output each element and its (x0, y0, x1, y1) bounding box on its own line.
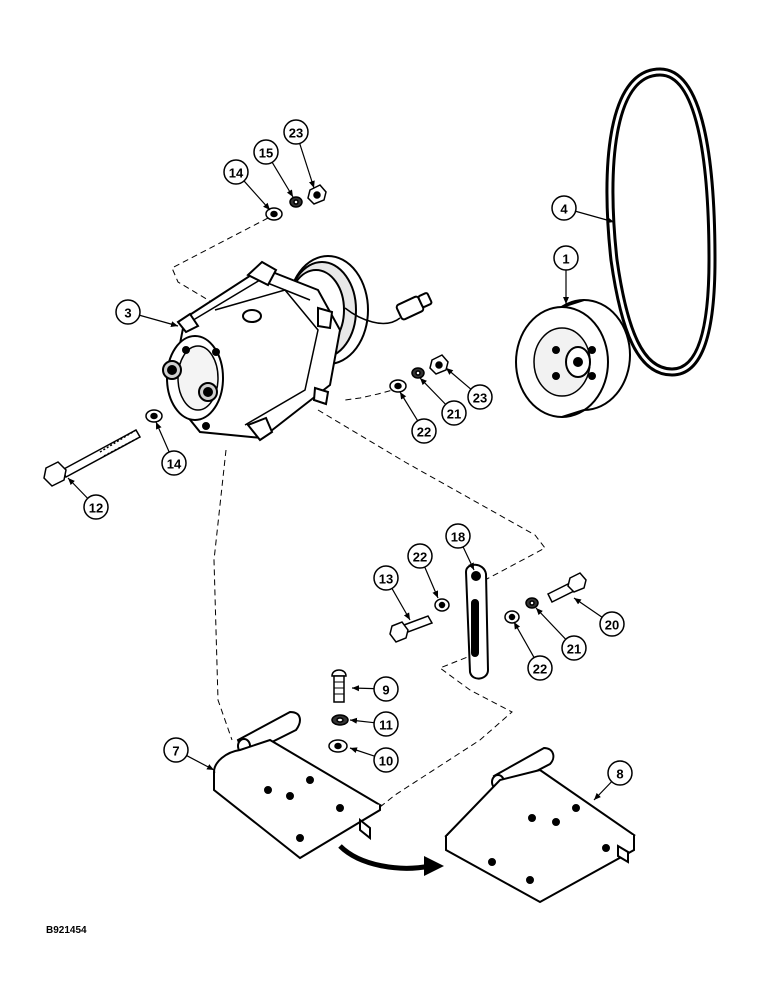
mounting-bracket-right (444, 746, 636, 904)
callout-label-14: 14 (167, 457, 182, 472)
leader-line-23 (299, 143, 315, 189)
callout-label-15: 15 (259, 146, 273, 161)
leader-line-22 (399, 391, 419, 422)
callout-circle-22 (411, 418, 437, 444)
callout-circle-4 (551, 195, 577, 221)
leader-line-8 (593, 781, 613, 801)
callout-circle-22 (407, 543, 433, 569)
bracket-transition-arrow (338, 844, 444, 876)
callout-circle-14 (223, 159, 249, 185)
leader-line-22 (424, 566, 439, 599)
leader-line-4 (575, 210, 615, 224)
drive-belt (605, 67, 717, 377)
callout-circle-23 (467, 384, 493, 410)
compressor (162, 255, 433, 442)
leader-line-15 (271, 161, 294, 198)
callout-circle-21 (441, 400, 467, 426)
callout-circle-8 (607, 760, 633, 786)
callout-label-23: 23 (473, 391, 487, 406)
bracket-bolt-stack (328, 669, 349, 753)
callout-label-21: 21 (447, 407, 461, 422)
callout-circle-1 (553, 245, 579, 271)
pulley (515, 299, 631, 418)
callout-circle-21 (561, 635, 587, 661)
strap-bolt-right (504, 572, 587, 624)
leader-line-21 (535, 607, 567, 640)
callout-label-23: 23 (289, 126, 303, 141)
callout-label-12: 12 (89, 501, 103, 516)
leader-line-22 (513, 621, 535, 658)
callout-circle-20 (599, 611, 625, 637)
assembly-dashed-lines (171, 217, 546, 816)
leader-line-20 (573, 597, 603, 618)
callout-label-1: 1 (562, 252, 569, 267)
callout-label-4: 4 (560, 202, 568, 217)
callout-label-8: 8 (616, 767, 623, 782)
leader-line-14 (155, 421, 170, 453)
callout-label-21: 21 (567, 642, 581, 657)
callout-label-3: 3 (124, 306, 131, 321)
right-hardware (389, 354, 449, 393)
callout-circle-23 (283, 119, 309, 145)
leader-line-3 (139, 314, 179, 328)
callout-circle-13 (373, 565, 399, 591)
callout-label-22: 22 (417, 425, 431, 440)
callout-label-22: 22 (533, 662, 547, 677)
callout-label-11: 11 (379, 718, 393, 733)
leader-line-13 (391, 588, 411, 621)
strap-bolt-left (389, 598, 450, 643)
callout-circle-14 (161, 450, 187, 476)
leader-line-14 (243, 180, 271, 211)
callout-label-13: 13 (379, 572, 393, 587)
callout-circle-11 (373, 711, 399, 737)
callout-label-7: 7 (172, 744, 179, 759)
leader-line-21 (419, 377, 447, 405)
leader-line-23 (445, 367, 472, 390)
callout-circle-3 (115, 299, 141, 325)
top-hardware (265, 184, 327, 221)
leader-line-10 (349, 747, 375, 757)
callout-label-18: 18 (451, 530, 465, 545)
leader-line-7 (186, 755, 215, 771)
leader-line-11 (349, 717, 375, 724)
callout-circle-15 (253, 139, 279, 165)
leader-line-9 (351, 685, 375, 692)
callout-circle-7 (163, 737, 189, 763)
callout-label-10: 10 (379, 754, 393, 769)
callout-circle-12 (83, 494, 109, 520)
callout-label-20: 20 (605, 618, 619, 633)
callout-label-14: 14 (229, 166, 244, 181)
figure-id: B921454 (46, 925, 87, 936)
leader-lines (67, 143, 615, 801)
mounting-bracket-left (212, 710, 382, 860)
leader-line-18 (462, 546, 475, 571)
callouts: 14 15 23 3 4 1 23 21 22 14 12 18 22 13 20 21 22 9 11 10 7 8 (83, 119, 633, 786)
callout-circle-18 (445, 523, 471, 549)
callout-circle-9 (373, 676, 399, 702)
callout-circle-22 (527, 655, 553, 681)
callout-label-22: 22 (413, 550, 427, 565)
long-bolt (43, 409, 163, 487)
callout-label-9: 9 (382, 683, 389, 698)
callout-circle-10 (373, 747, 399, 773)
leader-line-12 (67, 477, 89, 499)
adjusting-strap (464, 563, 490, 680)
